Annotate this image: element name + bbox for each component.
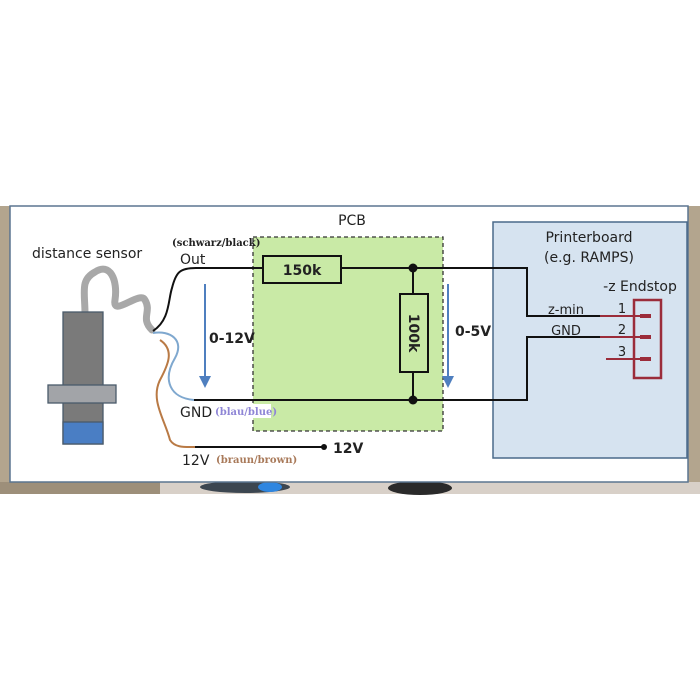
wire-signal-to-zmin [413, 267, 600, 317]
pin-3-label: 3 [618, 345, 626, 360]
board-gnd-label: GND [551, 324, 581, 339]
pcb-title: PCB [338, 213, 366, 229]
wire-blue-gnd [152, 331, 253, 401]
gnd-label: GND [180, 405, 212, 421]
endstop-connector-icon [600, 298, 663, 380]
distance-sensor-icon [47, 265, 156, 445]
sensor-title: distance sensor [32, 246, 142, 262]
printerboard-title: Printerboard [545, 230, 632, 246]
printerboard-subtitle: (e.g. RAMPS) [544, 250, 634, 266]
pin-1-label: 1 [618, 302, 626, 317]
gnd-color-note: (blau/blue) [215, 407, 277, 418]
sensor-cable [80, 265, 156, 334]
wire-brown-12v [155, 339, 322, 449]
supply-12v-label: 12V [333, 441, 363, 457]
v12-color-note: (braun/brown) [216, 455, 297, 466]
wire-black-out [152, 267, 263, 332]
wire-gnd-to-board [443, 336, 600, 401]
input-voltage-label: 0-12V [209, 331, 255, 347]
endstop-label: -z Endstop [603, 279, 677, 295]
zmin-label: z-min [548, 303, 584, 318]
output-voltage-label: 0-5V [455, 324, 491, 340]
out-color-note: (schwarz/black) [172, 238, 260, 249]
printerboard-box [492, 221, 688, 459]
arrow-down-icon [199, 376, 211, 388]
arrow-down-icon [442, 376, 454, 388]
v12-label: 12V [182, 453, 210, 469]
out-label: Out [180, 252, 206, 268]
resistor-150k-label: 150k [283, 263, 322, 279]
junction-bottom [408, 395, 418, 405]
resistor-100k [399, 293, 429, 373]
pin-2-label: 2 [618, 323, 626, 338]
resistor-100k-label: 100k [405, 314, 421, 353]
supply-12v-terminal [321, 444, 327, 450]
resistor-150k [262, 255, 342, 284]
